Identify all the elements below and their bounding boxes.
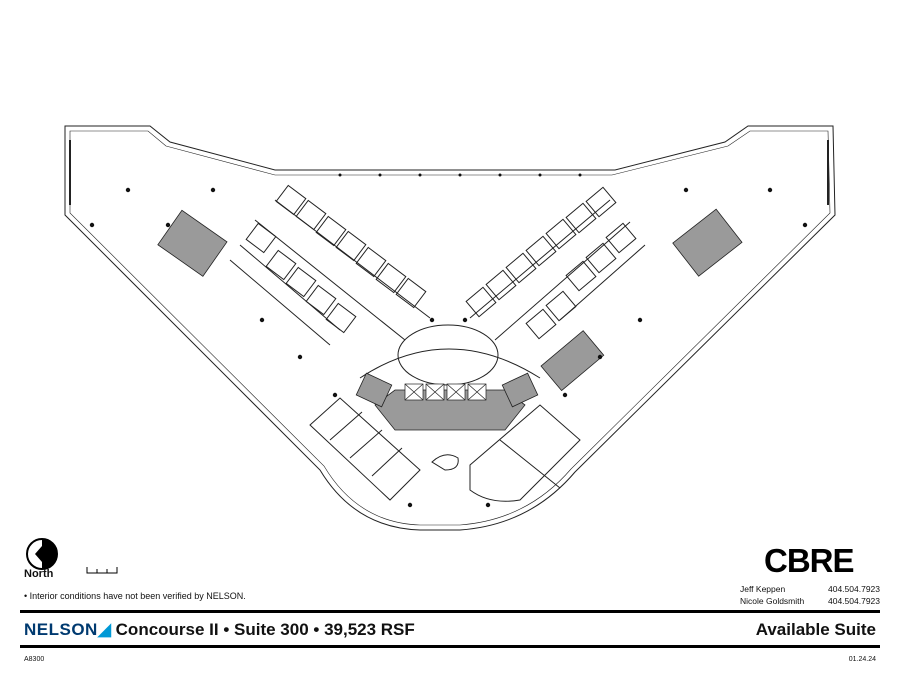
disclaimer-note: • Interior conditions have not been veri… (24, 591, 246, 601)
contact-phone[interactable]: 404.504.7923 (828, 596, 880, 606)
east-stair-core (540, 330, 605, 392)
building-inner-outline (69, 130, 831, 526)
building-outline (64, 125, 836, 531)
left-stair-core (157, 209, 228, 277)
cbre-logo: CBRE (764, 542, 855, 579)
footer-title: NELSON◢ Concourse II • Suite 300 • 39,52… (24, 620, 415, 640)
contact-name: Jeff Keppen (740, 584, 786, 594)
floor-plan (64, 125, 836, 531)
lower-left-rooms (309, 397, 421, 501)
suite-title: Concourse II • Suite 300 • 39,523 RSF (115, 620, 415, 639)
north-arrow-icon (26, 538, 58, 570)
right-stair-core (672, 208, 743, 277)
left-wing-rooms (229, 199, 431, 346)
scale-bar-icon (86, 567, 118, 574)
contact-name: Nicole Goldsmith (740, 596, 805, 606)
central-lobby (397, 324, 499, 386)
drawing-code: A8300 (24, 656, 45, 663)
contact-phone[interactable]: 404.504.7923 (828, 584, 880, 594)
nelson-logo: NELSON (24, 620, 98, 639)
nelson-logo-mark-icon: ◢ (97, 620, 111, 639)
suite-status: Available Suite (755, 620, 876, 639)
footer-rule-top (20, 610, 880, 613)
lower-right-rooms (469, 404, 581, 502)
footer-rule-bottom (20, 645, 880, 648)
drawing-date: 01.24.24 (848, 656, 876, 663)
north-label: North (24, 568, 54, 580)
north-arrow (22, 537, 62, 576)
